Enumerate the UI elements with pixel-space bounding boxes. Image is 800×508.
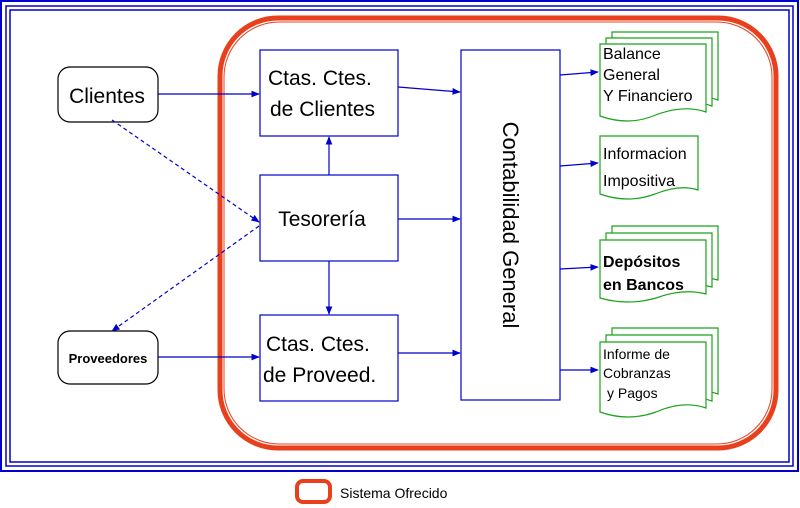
doc-balance — [599, 31, 719, 122]
ctas-proveed-line2: de Proveed. — [263, 364, 376, 387]
legend-swatch — [295, 479, 332, 504]
arrow-contab-to-informacion — [559, 160, 599, 167]
arrow-contab-to-depositos — [559, 264, 599, 271]
doc-informacion-line2: Impositiva — [603, 173, 675, 190]
ctas-proveed-node: Ctas. Ctes. de Proveed. — [259, 314, 399, 402]
arrow-ctas-clientes-to-contab — [397, 86, 461, 95]
contabilidad-label: Contabilidad General — [498, 122, 523, 329]
ctas-clientes-line1: Ctas. Ctes. — [268, 67, 372, 90]
tesoreria-node: Tesorería — [259, 174, 399, 262]
clientes-node: Clientes — [57, 66, 159, 123]
clientes-label: Clientes — [69, 85, 145, 108]
ctas-clientes-node: Ctas. Ctes. de Clientes — [259, 49, 399, 137]
doc-informacion — [599, 135, 699, 200]
doc-depositos-line2: en Bancos — [603, 277, 684, 294]
proveedores-label: Proveedores — [69, 351, 148, 366]
system-boundary — [217, 15, 779, 451]
doc-informe-line1: Informe de — [603, 346, 670, 362]
doc-informacion-line1: Informacion — [603, 146, 687, 163]
dashed-tesoreria-to-proveedores — [111, 225, 260, 332]
dashed-clientes-to-tesoreria — [111, 119, 260, 223]
contabilidad-node: Contabilidad General — [460, 49, 561, 401]
ctas-clientes-line2: de Clientes — [270, 98, 375, 121]
doc-informe — [599, 327, 719, 418]
legend: Sistema Ofrecido — [295, 479, 448, 504]
ctas-proveed-line1: Ctas. Ctes. — [266, 333, 370, 356]
doc-informe-line3: y Pagos — [607, 385, 658, 401]
outer-frame — [0, 0, 799, 472]
tesoreria-label: Tesorería — [278, 208, 366, 231]
doc-balance-line2: General — [603, 67, 660, 84]
arrow-contab-to-balance — [559, 69, 599, 76]
doc-balance-line3: Y Financiero — [603, 88, 693, 105]
proveedores-node: Proveedores — [57, 330, 159, 385]
connectors — [111, 69, 599, 374]
doc-depositos — [599, 225, 719, 303]
doc-informe-line2: Cobranzas — [603, 365, 671, 381]
doc-depositos-line1: Depósitos — [603, 254, 680, 271]
doc-balance-line1: Balance — [603, 46, 661, 63]
legend-label: Sistema Ofrecido — [340, 485, 448, 501]
